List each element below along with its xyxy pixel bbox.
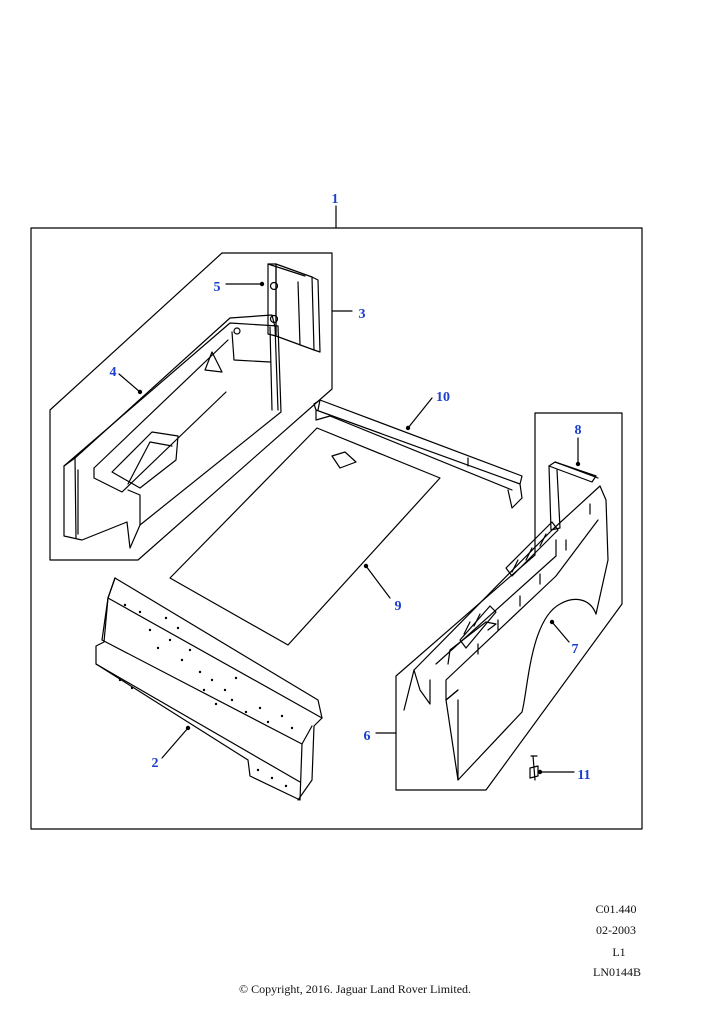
part-9-floor-panel bbox=[169, 427, 441, 646]
callout-8: 8 bbox=[575, 423, 582, 438]
group-frame-6 bbox=[395, 412, 623, 791]
callout-10: 10 bbox=[436, 390, 450, 405]
drawing-level: L1 bbox=[612, 945, 626, 959]
drawing-date: 02-2003 bbox=[596, 923, 636, 937]
copyright-notice: © Copyright, 2016. Jaguar Land Rover Lim… bbox=[238, 982, 472, 996]
part-11-fastener bbox=[529, 755, 539, 781]
assembly-frame bbox=[30, 227, 643, 830]
drawing-code: C01.440 bbox=[595, 902, 637, 916]
callout-2: 2 bbox=[152, 756, 159, 771]
part-8-end-bracket bbox=[548, 461, 599, 531]
callout-11: 11 bbox=[577, 768, 590, 783]
part-4-side-panel bbox=[63, 314, 282, 549]
part-6-side-panel bbox=[403, 485, 609, 781]
callout-3: 3 bbox=[359, 307, 366, 322]
part-10-cross-rail bbox=[313, 399, 523, 509]
callout-1: 1 bbox=[332, 192, 339, 207]
drawing-ref: LN0144B bbox=[593, 965, 641, 979]
leader-lines bbox=[118, 283, 579, 773]
part-2-front-panel bbox=[95, 577, 323, 801]
callout-5: 5 bbox=[214, 280, 221, 295]
part-5-bracket bbox=[267, 263, 321, 353]
group-frame-3 bbox=[49, 252, 333, 561]
callout-9: 9 bbox=[395, 599, 402, 614]
callout-4: 4 bbox=[110, 365, 117, 380]
callout-7: 7 bbox=[572, 642, 579, 657]
callout-6: 6 bbox=[364, 729, 371, 744]
